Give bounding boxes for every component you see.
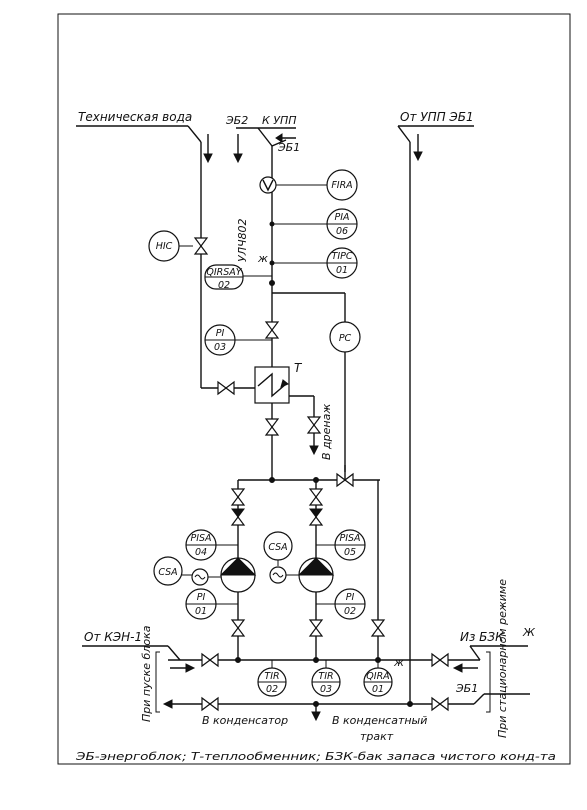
tech-water-inlet: [76, 125, 213, 388]
recirculation-lower-valve: [371, 619, 385, 637]
pump-1-check-valve: [231, 508, 245, 526]
instrument-tir-02: TIR 02: [257, 667, 287, 697]
svg-text:TIR: TIR: [318, 671, 333, 682]
drain-valve: [307, 416, 321, 434]
instrument-pia-06: PIA 06: [326, 208, 358, 240]
svg-text:PC: PC: [339, 333, 352, 344]
junction-pc: [269, 280, 275, 286]
instrument-fira: FIRA: [326, 169, 358, 201]
tag-code: УЛЧ802: [236, 218, 249, 262]
svg-text:PI: PI: [346, 592, 355, 603]
svg-text:CSA: CSA: [158, 567, 177, 578]
svg-text:PISA: PISA: [190, 533, 211, 544]
drawing-frame: [57, 13, 571, 765]
svg-text:HIC: HIC: [156, 241, 173, 252]
instrument-tir-03: TIR 03: [311, 667, 341, 697]
svg-text:03: 03: [214, 342, 226, 353]
heat-exchanger: [254, 366, 290, 404]
from-ken-label: От КЭН-1: [84, 630, 142, 644]
eb1-outlet-valve: [431, 697, 449, 711]
pump-1-suction-valve: [231, 488, 245, 506]
motor-1: [191, 568, 209, 586]
heater-inlet-valve: [265, 321, 279, 339]
heater-outlet-valve: [265, 418, 279, 436]
flow-meter: [259, 176, 277, 194]
ken-inlet-valve: [201, 653, 219, 667]
to-drain-label: В дренаж: [320, 404, 333, 460]
instrument-tipc-01: TIPC 01: [326, 247, 358, 279]
svg-text:CSA: CSA: [268, 542, 287, 553]
to-upp-label: К УПП: [262, 114, 297, 127]
bzk-inlet-valve: [431, 653, 449, 667]
svg-text:PIA: PIA: [334, 212, 349, 223]
instrument-pc: PC: [329, 321, 361, 353]
condenser-valve: [201, 697, 219, 711]
pump-2-suction-valve: [309, 488, 323, 506]
svg-text:02: 02: [218, 280, 230, 291]
tech-water-valve: [194, 237, 208, 255]
from-bzk-label: Из БЗК: [460, 630, 504, 644]
instrument-csa-left: CSA: [153, 556, 183, 586]
right-bracket: [486, 651, 491, 713]
svg-text:05: 05: [344, 547, 356, 558]
eb1-bottom-label: ЭБ1: [455, 682, 478, 695]
startup-right-label: При стационарном режиме: [496, 579, 509, 738]
svg-text:PI: PI: [216, 328, 225, 339]
pump-2-check-valve: [309, 508, 323, 526]
instrument-pi-03: PI 03: [204, 324, 236, 356]
svg-text:03: 03: [320, 684, 332, 695]
svg-text:02: 02: [344, 606, 356, 617]
svg-text:01: 01: [195, 606, 207, 617]
startup-left-label: При пуске блока: [140, 625, 153, 722]
instrument-qira-01: QIRA 01: [363, 667, 393, 697]
eb2-label: ЭБ2: [225, 114, 248, 127]
svg-text:01: 01: [372, 684, 384, 695]
instrument-hic: HIC: [148, 230, 180, 262]
pump-2-discharge-valve: [309, 619, 323, 637]
pump-1: [219, 557, 257, 593]
pump-1-discharge-valve: [231, 619, 245, 637]
svg-text:QIRSAY: QIRSAY: [206, 267, 242, 278]
upp-eb1-return: [397, 125, 474, 690]
eb1-top-label: ЭБ1: [277, 141, 300, 154]
tech-water-heater-valve: [217, 381, 235, 395]
svg-text:01: 01: [336, 265, 348, 276]
legend-caption: ЭБ-энергоблок; Т-теплообменник; БЗК-бак …: [75, 750, 557, 763]
svg-text:06: 06: [336, 226, 348, 237]
from-upp-eb1-label: От УПП ЭБ1: [400, 110, 474, 124]
svg-text:PI: PI: [197, 592, 206, 603]
to-cond-path-label-1: В конденсатный: [332, 714, 427, 727]
svg-text:TIR: TIR: [264, 671, 279, 682]
svg-text:04: 04: [195, 547, 207, 558]
instrument-pisa-04: PISA 04: [185, 529, 217, 561]
instrument-pi-01: PI 01: [185, 588, 217, 620]
svg-text:TIPC: TIPC: [332, 251, 353, 262]
instrument-pi-02: PI 02: [334, 588, 366, 620]
svg-text:PISA: PISA: [339, 533, 360, 544]
instrument-csa-middle: CSA: [263, 531, 293, 561]
motor-2: [269, 566, 287, 584]
to-cond-path-label-2: тракт: [360, 730, 394, 743]
mark-z-top: ж: [257, 252, 268, 265]
upp-connection: [233, 127, 296, 175]
heater-label: Т: [294, 361, 303, 375]
mark-bzk: Ж: [522, 626, 536, 639]
svg-text:QIRA: QIRA: [366, 671, 389, 682]
instrument-pisa-05: PISA 05: [334, 529, 366, 561]
svg-text:FIRA: FIRA: [331, 180, 352, 191]
to-condenser-label: В конденсатор: [202, 714, 288, 727]
tech-water-label: Техническая вода: [78, 110, 192, 124]
instrument-qirsay-02: QIRSAY 02: [204, 264, 244, 291]
svg-text:02: 02: [266, 684, 278, 695]
pump-2: [297, 557, 335, 593]
mark-qira: ж: [393, 656, 404, 669]
left-bracket: [155, 651, 160, 713]
